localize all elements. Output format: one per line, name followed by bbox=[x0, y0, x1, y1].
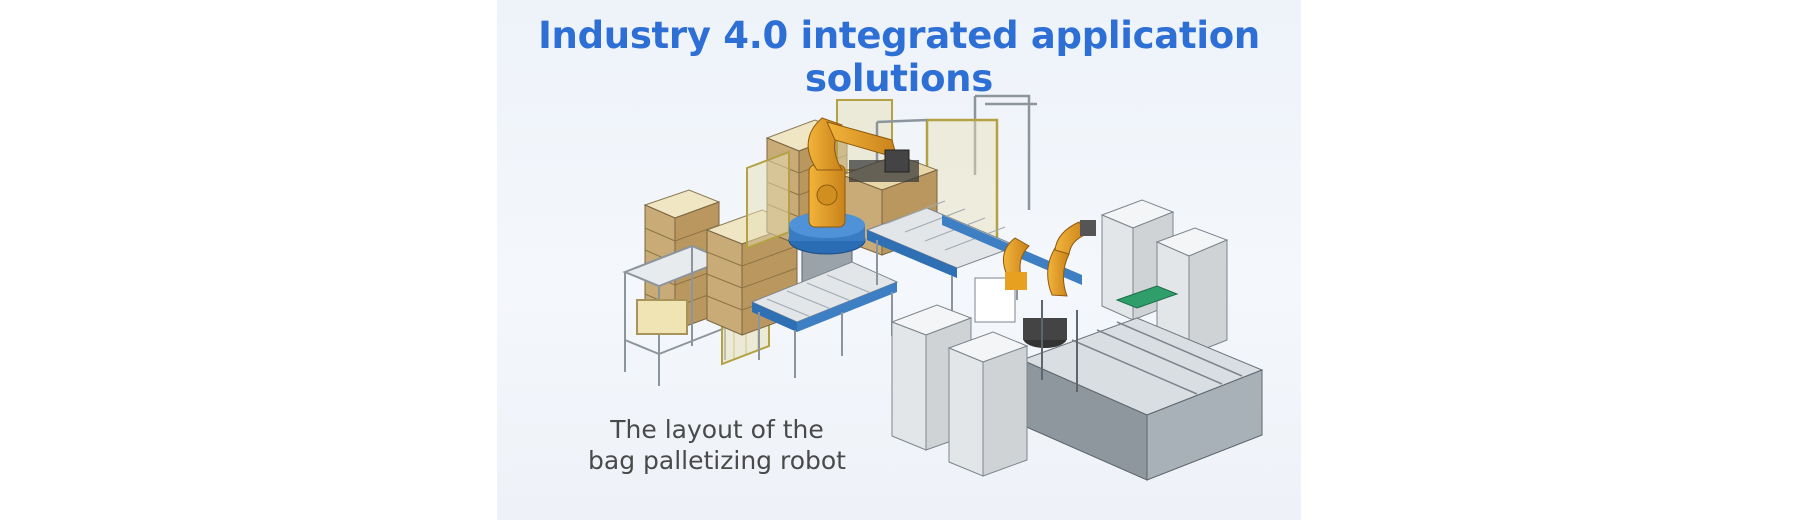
auxiliary-robot-2 bbox=[1023, 220, 1096, 348]
conveyor-front bbox=[750, 261, 899, 378]
illustration-panel: Industry 4.0 integrated application solu… bbox=[497, 0, 1301, 520]
page-title: Industry 4.0 integrated application solu… bbox=[538, 14, 1260, 100]
caption-line-2: bag palletizing robot bbox=[588, 446, 846, 475]
auxiliary-robot-1 bbox=[974, 237, 1030, 323]
caption-line-1: The layout of the bbox=[610, 415, 824, 444]
control-cabinets-front bbox=[890, 304, 1029, 477]
workstation-platform bbox=[1020, 300, 1264, 481]
illustration-caption: The layout of the bag palletizing robot bbox=[557, 414, 877, 476]
palletizing-robot bbox=[788, 117, 910, 311]
palletizing-line-illustration bbox=[622, 94, 1264, 481]
